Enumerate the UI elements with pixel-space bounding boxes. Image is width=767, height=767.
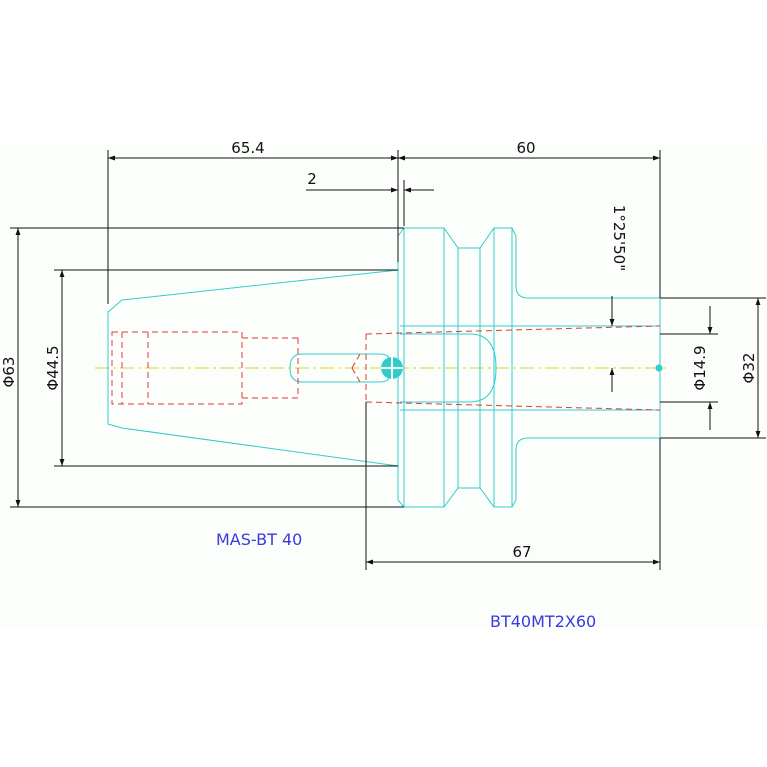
dim-length-taper: 65.4 [107, 139, 399, 304]
dim-gap-text: 2 [307, 170, 317, 188]
dim-dia-flange-text: Φ63 [0, 357, 18, 388]
drawing-sheet [0, 143, 767, 627]
dim-dia-bore: Φ14.9 [660, 306, 718, 430]
dim-dia-shank: Φ32 [660, 297, 766, 439]
center-hole-icon [381, 357, 403, 379]
hidden-lines [111, 325, 661, 411]
dim-angle: 1°25'50" [609, 205, 628, 392]
dim-gap: 2 [306, 170, 434, 226]
dim-length-shank: 60 [398, 139, 661, 298]
part-number-label: BT40MT2X60 [490, 612, 596, 631]
bore-outline [289, 325, 660, 411]
dim-angle-text: 1°25'50" [610, 205, 628, 271]
dim-length-taper-text: 65.4 [231, 139, 264, 157]
dim-length-shank-text: 60 [516, 139, 535, 157]
dim-length-overall-text: 67 [512, 543, 531, 561]
dim-dia-taper: Φ44.5 [44, 269, 398, 467]
dim-dia-taper-text: Φ44.5 [44, 345, 62, 390]
dim-length-overall: 67 [365, 402, 661, 570]
dim-dia-shank-text: Φ32 [740, 353, 758, 384]
flange-outline [397, 227, 661, 508]
standard-label: MAS-BT 40 [216, 530, 302, 549]
dim-dia-bore-text: Φ14.9 [691, 345, 709, 390]
end-center-icon [655, 364, 663, 372]
dim-dia-flange: Φ63 [0, 227, 404, 508]
